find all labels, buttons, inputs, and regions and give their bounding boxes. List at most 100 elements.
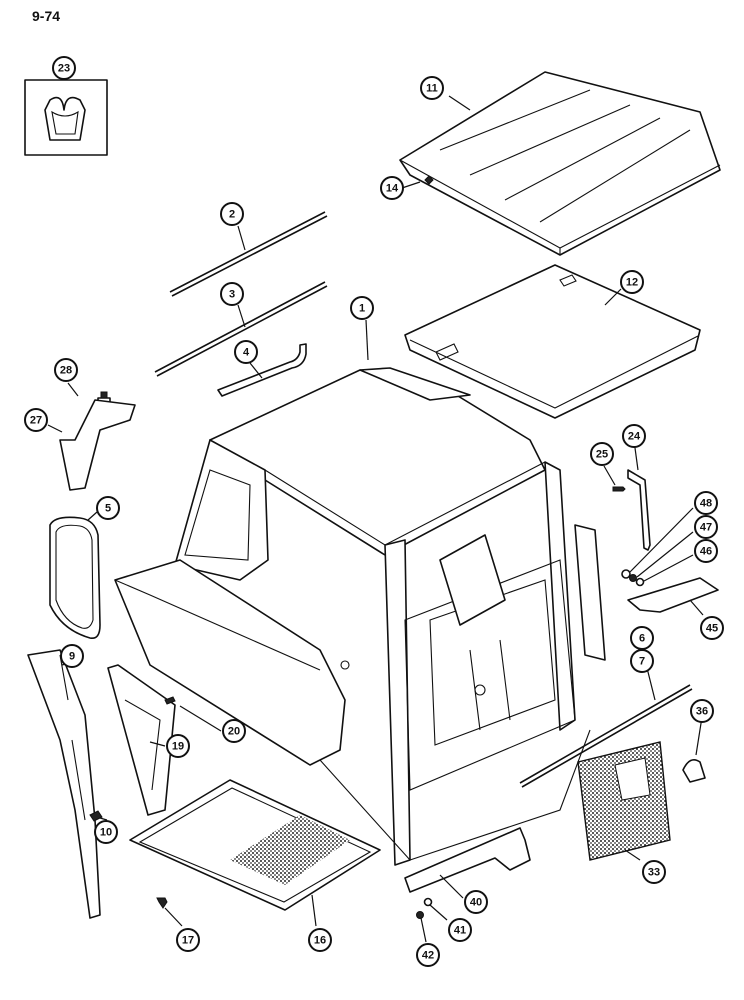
callout-circle [590, 442, 614, 466]
callout-14: 14 [380, 176, 404, 200]
callout-46: 46 [694, 539, 718, 563]
callout-23: 23 [52, 56, 76, 80]
callout-circle [54, 358, 78, 382]
part-46-washer [635, 577, 645, 587]
callout-12: 12 [620, 270, 644, 294]
callout-number: 36 [696, 706, 708, 718]
part-14-screw [424, 175, 434, 185]
part-42-nut [416, 911, 424, 919]
callout-33: 33 [642, 860, 666, 884]
part-10-screw [89, 810, 103, 822]
callout-number: 1 [359, 303, 365, 315]
callout-3: 3 [220, 282, 244, 306]
callout-number: 45 [706, 623, 718, 635]
part-5-window-seal [49, 516, 101, 640]
callout-1: 1 [350, 296, 374, 320]
callout-11: 11 [420, 76, 444, 100]
part-20-screw [164, 696, 176, 705]
part-4-bent-tube [217, 343, 307, 397]
callout-42: 42 [416, 943, 440, 967]
callout-number: 14 [386, 183, 399, 195]
callout-number: 25 [596, 449, 608, 461]
callout-circle [24, 408, 48, 432]
callout-number: 48 [700, 498, 712, 510]
callout-number: 24 [628, 431, 641, 443]
callout-circle [60, 644, 84, 668]
callout-circle [622, 424, 646, 448]
callout-10: 10 [94, 820, 118, 844]
callout-5: 5 [96, 496, 120, 520]
callout-2: 2 [220, 202, 244, 226]
callout-number: 17 [182, 935, 194, 947]
callout-circle [642, 860, 666, 884]
callout-number: 7 [639, 656, 645, 668]
callout-circle [220, 282, 244, 306]
callout-circle [94, 820, 118, 844]
callout-number: 5 [105, 503, 111, 515]
callout-circle [308, 928, 332, 952]
callout-number: 11 [426, 83, 438, 95]
callout-circle [222, 719, 246, 743]
callout-6: 6 [630, 626, 654, 650]
callout-circle [416, 943, 440, 967]
callout-number: 19 [172, 741, 184, 753]
callout-number: 4 [243, 347, 250, 359]
callout-17: 17 [176, 928, 200, 952]
part-19-panel [107, 664, 176, 816]
callout-circle [690, 699, 714, 723]
callout-number: 47 [700, 522, 712, 534]
callout-40: 40 [464, 890, 488, 914]
callout-28: 28 [54, 358, 78, 382]
callout-circle [176, 928, 200, 952]
callout-circle [96, 496, 120, 520]
callout-24: 24 [622, 424, 646, 448]
callout-25: 25 [590, 442, 614, 466]
callout-circle [52, 56, 76, 80]
part-45-hinge-bracket [627, 577, 719, 613]
callout-circle [380, 176, 404, 200]
callout-27: 27 [24, 408, 48, 432]
callout-19: 19 [166, 734, 190, 758]
callout-number: 41 [454, 925, 466, 937]
callout-number: 42 [422, 950, 434, 962]
part-17-screw [156, 897, 168, 909]
part-23-clip-inset [24, 79, 108, 156]
leader-lines [47, 95, 704, 943]
callout-number: 10 [100, 827, 112, 839]
callout-45: 45 [700, 616, 724, 640]
callout-number: 27 [30, 415, 42, 427]
part-47-washer [629, 574, 637, 582]
callout-number: 6 [639, 633, 645, 645]
callout-4: 4 [234, 340, 258, 364]
callout-circle [630, 649, 654, 673]
callout-20: 20 [222, 719, 246, 743]
callout-number: 33 [648, 867, 660, 879]
callout-number: 3 [229, 289, 235, 301]
callout-47: 47 [694, 515, 718, 539]
callout-number: 20 [228, 726, 240, 738]
callout-7: 7 [630, 649, 654, 673]
callout-number: 9 [69, 651, 75, 663]
callout-circle [694, 539, 718, 563]
callout-circle [166, 734, 190, 758]
callout-circle [464, 890, 488, 914]
callout-circle [350, 296, 374, 320]
callout-circle [420, 76, 444, 100]
part-12-headliner [404, 264, 701, 419]
part-48-nut [621, 569, 631, 579]
callout-9: 9 [60, 644, 84, 668]
callout-circle [700, 616, 724, 640]
callout-circle [694, 515, 718, 539]
part-33-textured-panel [577, 741, 671, 861]
callout-number: 28 [60, 365, 72, 377]
callout-number: 40 [470, 897, 482, 909]
callout-circle [448, 918, 472, 942]
page-number: 9-74 [32, 8, 61, 24]
part-6-7-strip [519, 684, 693, 788]
callout-circle [220, 202, 244, 226]
part-24-rod [627, 469, 651, 551]
part-36-plug [682, 759, 706, 783]
callout-16: 16 [308, 928, 332, 952]
